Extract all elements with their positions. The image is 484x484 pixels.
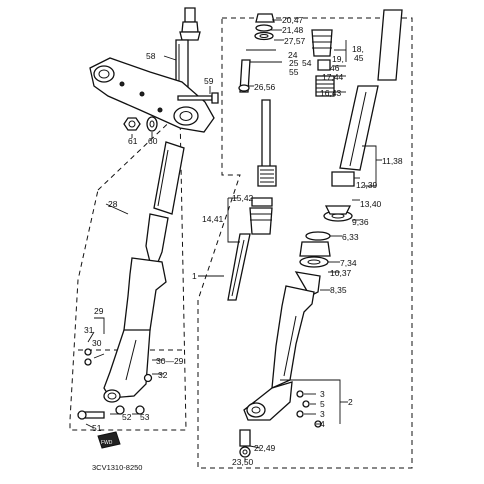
label-51: 51 [92, 423, 102, 433]
label-45: 45 [354, 53, 364, 63]
label-8-35: 8,35 [330, 285, 347, 295]
label-2: 2 [348, 397, 353, 407]
label-53: 53 [140, 412, 150, 422]
label-20-47: 20,47 [282, 15, 304, 25]
label-58: 58 [146, 51, 156, 61]
label-11-38: 11,38 [382, 156, 403, 166]
drawing-code: 3CV1310-8250 [92, 463, 142, 472]
oil-seal-stack [299, 171, 355, 268]
fwd-arrow-emblem: FWD [97, 431, 121, 449]
label-4: 4 [320, 419, 325, 429]
bottom-damper-bolt [239, 429, 251, 458]
label-61: 61 [128, 136, 138, 146]
right-fork-group-outline [197, 17, 413, 469]
label-30: 30 [92, 338, 102, 348]
label-9-36: 9,36 [352, 217, 369, 227]
adjuster-rod [238, 59, 251, 93]
left-drain-screw [143, 373, 153, 383]
label-17-44: 17,44 [322, 72, 344, 82]
label-22-49: 22,49 [254, 443, 276, 453]
right-inner-tube [339, 9, 403, 171]
cap-bolt [246, 13, 276, 51]
label-16-43: 16,43 [320, 88, 342, 98]
right-caliper-bolts [296, 390, 322, 428]
left-outer-tube [103, 213, 169, 403]
pinch-bolt [177, 92, 219, 104]
leader-lines [85, 19, 382, 462]
label-18: 18, [352, 44, 364, 54]
nut [123, 117, 141, 131]
part-labels: 20,47 21,48 27,57 24 25 54 55 26,56 18, … [84, 15, 403, 467]
label-3b: 3 [320, 409, 325, 419]
right-outer-tube [243, 271, 321, 421]
label-59: 59 [204, 76, 214, 86]
damper-piston [249, 197, 273, 235]
label-29: 29 [94, 306, 104, 316]
label-27-57: 27,57 [284, 36, 306, 46]
damper-rod [257, 99, 277, 187]
label-55: 55 [289, 67, 299, 77]
label-46: 46 [330, 63, 340, 73]
label-7-34: 7,34 [340, 258, 357, 268]
label-24: 24 [288, 50, 298, 60]
label-23-50: 23,50 [232, 457, 254, 467]
label-14-41: 14,41 [202, 214, 224, 224]
label-15-42: 15,42 [232, 193, 254, 203]
label-30-29: 30—29 [156, 356, 184, 366]
label-52: 52 [122, 412, 132, 422]
label-60: 60 [148, 136, 158, 146]
left-inner-tube [153, 141, 185, 215]
left-caliper-bolt [84, 348, 92, 366]
label-31: 31 [84, 325, 94, 335]
label-19: 19, [332, 54, 344, 64]
steering-stem [175, 7, 201, 91]
label-21-48: 21,48 [282, 25, 304, 35]
under-bracket [89, 57, 215, 133]
fork-spring [311, 29, 335, 97]
label-10-37: 10,37 [330, 268, 352, 278]
label-1: 1 [192, 271, 197, 281]
fwd-arrow-text: FWD [101, 440, 113, 446]
label-12-39: 12,39 [356, 180, 378, 190]
damper-cylinder [227, 233, 251, 301]
label-13-40: 13,40 [360, 199, 382, 209]
label-6-33: 6,33 [342, 232, 359, 242]
label-54: 54 [302, 58, 312, 68]
label-5: 5 [320, 399, 325, 409]
label-32: 32 [158, 370, 168, 380]
label-3a: 3 [320, 389, 325, 399]
left-fork-group-outline [69, 110, 187, 431]
label-28: 28 [108, 199, 118, 209]
washer [146, 116, 158, 132]
left-axle-bolt [77, 410, 105, 420]
label-26-56: 26,56 [254, 82, 276, 92]
label-25: 25 [289, 58, 299, 68]
